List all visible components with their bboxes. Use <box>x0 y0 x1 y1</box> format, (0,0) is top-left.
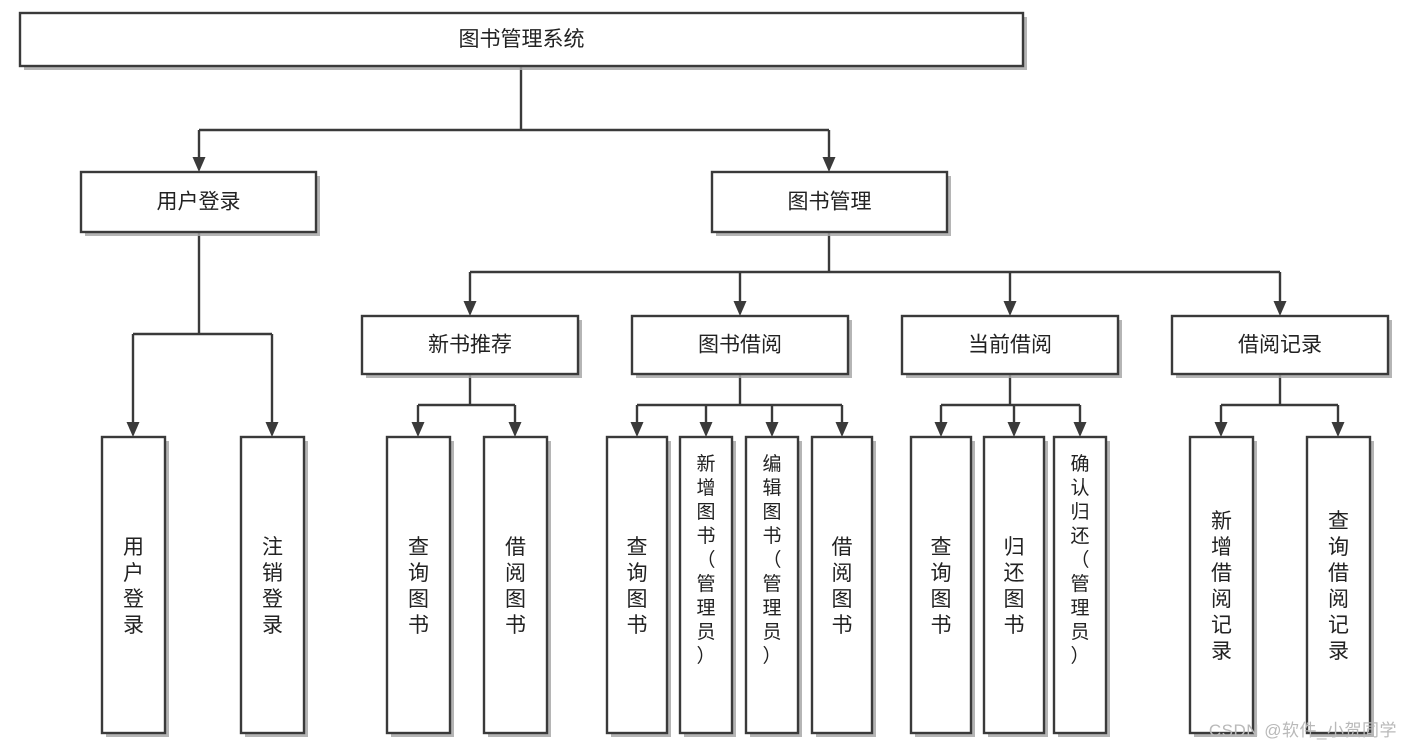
arrow-head-icon <box>411 422 425 437</box>
node-leaf-record-query[interactable]: 查询借阅记录 <box>1305 435 1374 737</box>
node-current-borrow[interactable]: 当前借阅 <box>900 314 1122 378</box>
node-root[interactable]: 图书管理系统 <box>18 11 1027 70</box>
arrow-head-icon <box>1273 301 1287 316</box>
connector-borrow-to-leaves <box>630 374 849 437</box>
arrow-head-icon <box>699 422 713 437</box>
connector-bookmanage-to-level3 <box>463 232 1287 316</box>
arrow-head-icon <box>1214 422 1228 437</box>
node-box[interactable] <box>79 170 318 234</box>
node-label: 新增借阅记录 <box>1211 510 1232 663</box>
arrow-head-icon <box>765 422 779 437</box>
node-label: 编辑图书（管理员） <box>762 453 781 667</box>
node-label: 当前借阅 <box>968 334 1052 357</box>
node-leaf-user-login[interactable]: 用户登录 <box>100 435 169 737</box>
connector-record-to-leaves <box>1214 374 1345 437</box>
node-leaf-current-return-book[interactable]: 归还图书 <box>982 435 1048 737</box>
node-box[interactable] <box>909 435 973 735</box>
node-leaf-borrow-edit-book[interactable]: 编辑图书（管理员） <box>744 435 802 737</box>
node-borrow-record[interactable]: 借阅记录 <box>1170 314 1392 378</box>
node-book-manage[interactable]: 图书管理 <box>710 170 951 236</box>
node-new-book-recommend[interactable]: 新书推荐 <box>360 314 582 378</box>
node-leaf-rec-query-book[interactable]: 查询图书 <box>385 435 454 737</box>
arrow-head-icon <box>1331 422 1345 437</box>
node-book-borrow[interactable]: 图书借阅 <box>630 314 852 378</box>
node-box[interactable] <box>100 435 167 735</box>
node-box[interactable] <box>678 435 734 735</box>
arrow-head-icon <box>1007 422 1021 437</box>
node-label: 图书借阅 <box>698 334 782 357</box>
node-box[interactable] <box>385 435 452 735</box>
arrow-head-icon <box>1073 422 1087 437</box>
node-label: 图书管理 <box>788 191 872 214</box>
csdn-watermark: CSDN @软件_小贺同学 <box>1208 721 1397 740</box>
connector-current-to-leaves <box>934 374 1087 437</box>
node-box[interactable] <box>710 170 949 234</box>
node-box[interactable] <box>482 435 549 735</box>
node-box[interactable] <box>1188 435 1255 735</box>
node-label: 借阅图书 <box>832 536 853 637</box>
node-box[interactable] <box>982 435 1046 735</box>
arrow-head-icon <box>822 157 836 172</box>
node-leaf-user-logout[interactable]: 注销登录 <box>239 435 308 737</box>
node-layer: 图书管理系统用户登录图书管理新书推荐图书借阅当前借阅借阅记录用户登录注销登录查询… <box>18 11 1392 737</box>
node-box[interactable] <box>1052 435 1108 735</box>
connector-root-to-level2 <box>192 66 836 172</box>
node-label: 新增图书（管理员） <box>696 453 715 667</box>
node-box[interactable] <box>605 435 669 735</box>
node-box[interactable] <box>1170 314 1390 376</box>
node-box[interactable] <box>744 435 800 735</box>
arrow-head-icon <box>126 422 140 437</box>
node-user-login[interactable]: 用户登录 <box>79 170 320 236</box>
connector-layer <box>126 66 1345 437</box>
arrow-head-icon <box>192 157 206 172</box>
node-leaf-record-add[interactable]: 新增借阅记录 <box>1188 435 1257 737</box>
node-label: 图书管理系统 <box>459 28 585 51</box>
connector-userlogin-to-leaves <box>126 232 279 437</box>
node-box[interactable] <box>810 435 874 735</box>
node-label: 查询图书 <box>627 536 648 637</box>
node-leaf-borrow-borrow-book[interactable]: 借阅图书 <box>810 435 876 737</box>
node-label: 查询图书 <box>931 536 952 637</box>
node-box[interactable] <box>900 314 1120 376</box>
arrow-head-icon <box>463 301 477 316</box>
node-label: 用户登录 <box>157 191 241 214</box>
arrow-head-icon <box>265 422 279 437</box>
node-label: 用户登录 <box>123 536 144 637</box>
node-leaf-current-confirm-return[interactable]: 确认归还（管理员） <box>1052 435 1110 737</box>
node-label: 新书推荐 <box>428 334 512 357</box>
node-box[interactable] <box>360 314 580 376</box>
arrow-head-icon <box>508 422 522 437</box>
arrow-head-icon <box>835 422 849 437</box>
arrow-head-icon <box>934 422 948 437</box>
node-box[interactable] <box>630 314 850 376</box>
node-label: 确认归还（管理员） <box>1070 453 1089 667</box>
node-label: 查询图书 <box>408 536 429 637</box>
connector-recommend-to-leaves <box>411 374 522 437</box>
arrow-head-icon <box>733 301 747 316</box>
node-box[interactable] <box>239 435 306 735</box>
node-label: 借阅记录 <box>1238 334 1322 357</box>
node-leaf-borrow-query-book[interactable]: 查询图书 <box>605 435 671 737</box>
arrow-head-icon <box>630 422 644 437</box>
node-label: 注销登录 <box>262 536 283 637</box>
node-label: 查询借阅记录 <box>1328 510 1349 663</box>
node-leaf-current-query-book[interactable]: 查询图书 <box>909 435 975 737</box>
node-label: 归还图书 <box>1004 536 1025 637</box>
node-label: 借阅图书 <box>505 536 526 637</box>
node-box[interactable] <box>1305 435 1372 735</box>
node-leaf-rec-borrow-book[interactable]: 借阅图书 <box>482 435 551 737</box>
node-leaf-borrow-add-book[interactable]: 新增图书（管理员） <box>678 435 736 737</box>
arrow-head-icon <box>1003 301 1017 316</box>
node-box[interactable] <box>18 11 1025 68</box>
